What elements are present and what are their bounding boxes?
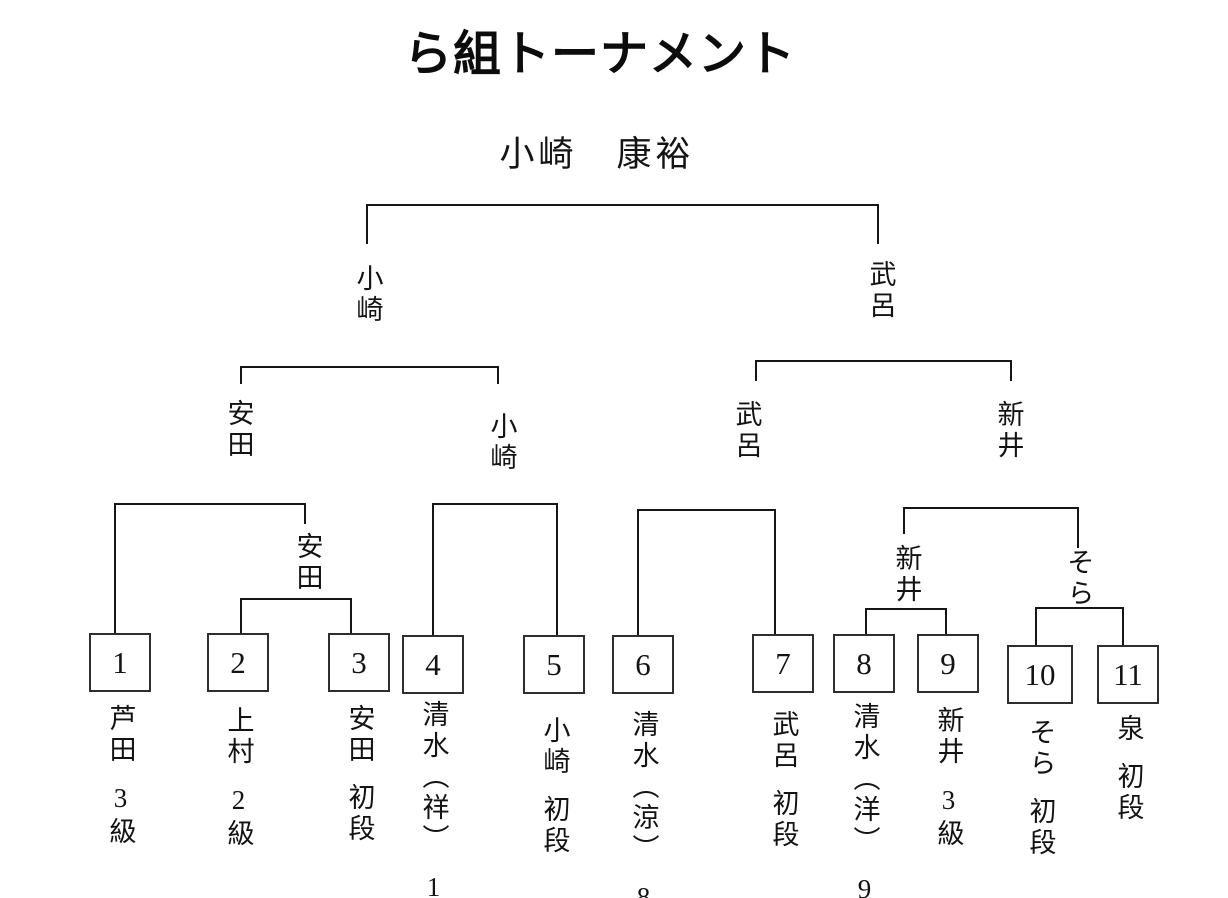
connector-sf1-left (240, 366, 242, 384)
connector-sf2-right (1010, 360, 1012, 381)
connector-m23-left (240, 598, 242, 633)
player-box-4: 4 (402, 635, 464, 694)
player-name-5: 小崎初段 (539, 716, 570, 857)
connector-m89-left (865, 608, 867, 634)
player-name-2: 上村2級 (223, 706, 254, 850)
connector-m67-right (774, 509, 776, 634)
player-box-9: 9 (917, 634, 979, 693)
finalist-right-label: 武呂 (865, 260, 896, 322)
connector-m67-top (637, 509, 776, 511)
player-name-4: 清水（祥）12級 (418, 700, 449, 898)
sf1-right-label: 小崎 (486, 412, 517, 474)
connector-qf1-left (114, 503, 116, 633)
player-name-7: 武呂初段 (768, 710, 799, 851)
connector-sf2-top (755, 360, 1012, 362)
player-box-7: 7 (752, 634, 814, 693)
player-name-3: 安田初段 (344, 704, 375, 845)
player-box-10: 10 (1007, 645, 1073, 704)
connector-sf1-right (497, 366, 499, 384)
connector-final-left (366, 204, 368, 244)
player-box-5: 5 (523, 635, 585, 694)
connector-final-right (877, 204, 879, 244)
player-box-1: 1 (89, 633, 151, 692)
connector-m45-left (432, 503, 434, 635)
connector-m23-right (350, 598, 352, 633)
connector-qf1-top (114, 503, 306, 505)
finalist-left-label: 小崎 (352, 264, 383, 326)
connector-sf1-top (240, 366, 499, 368)
winner-2v3-label: 安田 (292, 532, 323, 594)
connector-sf2-left (755, 360, 757, 381)
connector-m1011-right (1122, 607, 1124, 645)
connector-m1011-left (1035, 607, 1037, 645)
player-name-10: そら初段 (1025, 718, 1056, 859)
connector-m89-right (945, 608, 947, 634)
player-name-9: 新井3級 (933, 706, 964, 850)
connector-m89-top (865, 608, 947, 610)
connector-m45-top (432, 503, 558, 505)
winner-8v9-label: 新井 (891, 544, 922, 606)
winner-10v11-label: そら (1063, 548, 1094, 610)
player-name-1: 芦田3級 (105, 704, 136, 848)
connector-qf4-left (903, 507, 905, 534)
sf2-left-label: 武呂 (731, 400, 762, 462)
connector-m45-right (556, 503, 558, 635)
player-box-3: 3 (328, 633, 390, 692)
player-box-2: 2 (207, 633, 269, 692)
connector-m23-top (240, 598, 352, 600)
player-name-11: 泉初段 (1113, 714, 1144, 824)
connector-qf4-top (903, 507, 1079, 509)
player-box-8: 8 (833, 634, 895, 693)
player-box-6: 6 (612, 635, 674, 694)
player-box-11: 11 (1097, 645, 1159, 704)
page-title: ら組トーナメント (403, 28, 796, 81)
connector-m1011-top (1035, 607, 1124, 609)
connector-final-top (366, 204, 879, 206)
player-name-6: 清水（涼）8級 (628, 710, 659, 898)
sf2-right-label: 新井 (993, 400, 1024, 462)
connector-m67-left (637, 509, 639, 637)
connector-qf4-right (1077, 507, 1079, 548)
connector-qf1-right (304, 503, 306, 524)
sf1-left-label: 安田 (223, 399, 254, 461)
player-name-8: 清水（洋）9級 (849, 702, 880, 898)
champion-name: 小崎 康裕 (499, 135, 695, 174)
